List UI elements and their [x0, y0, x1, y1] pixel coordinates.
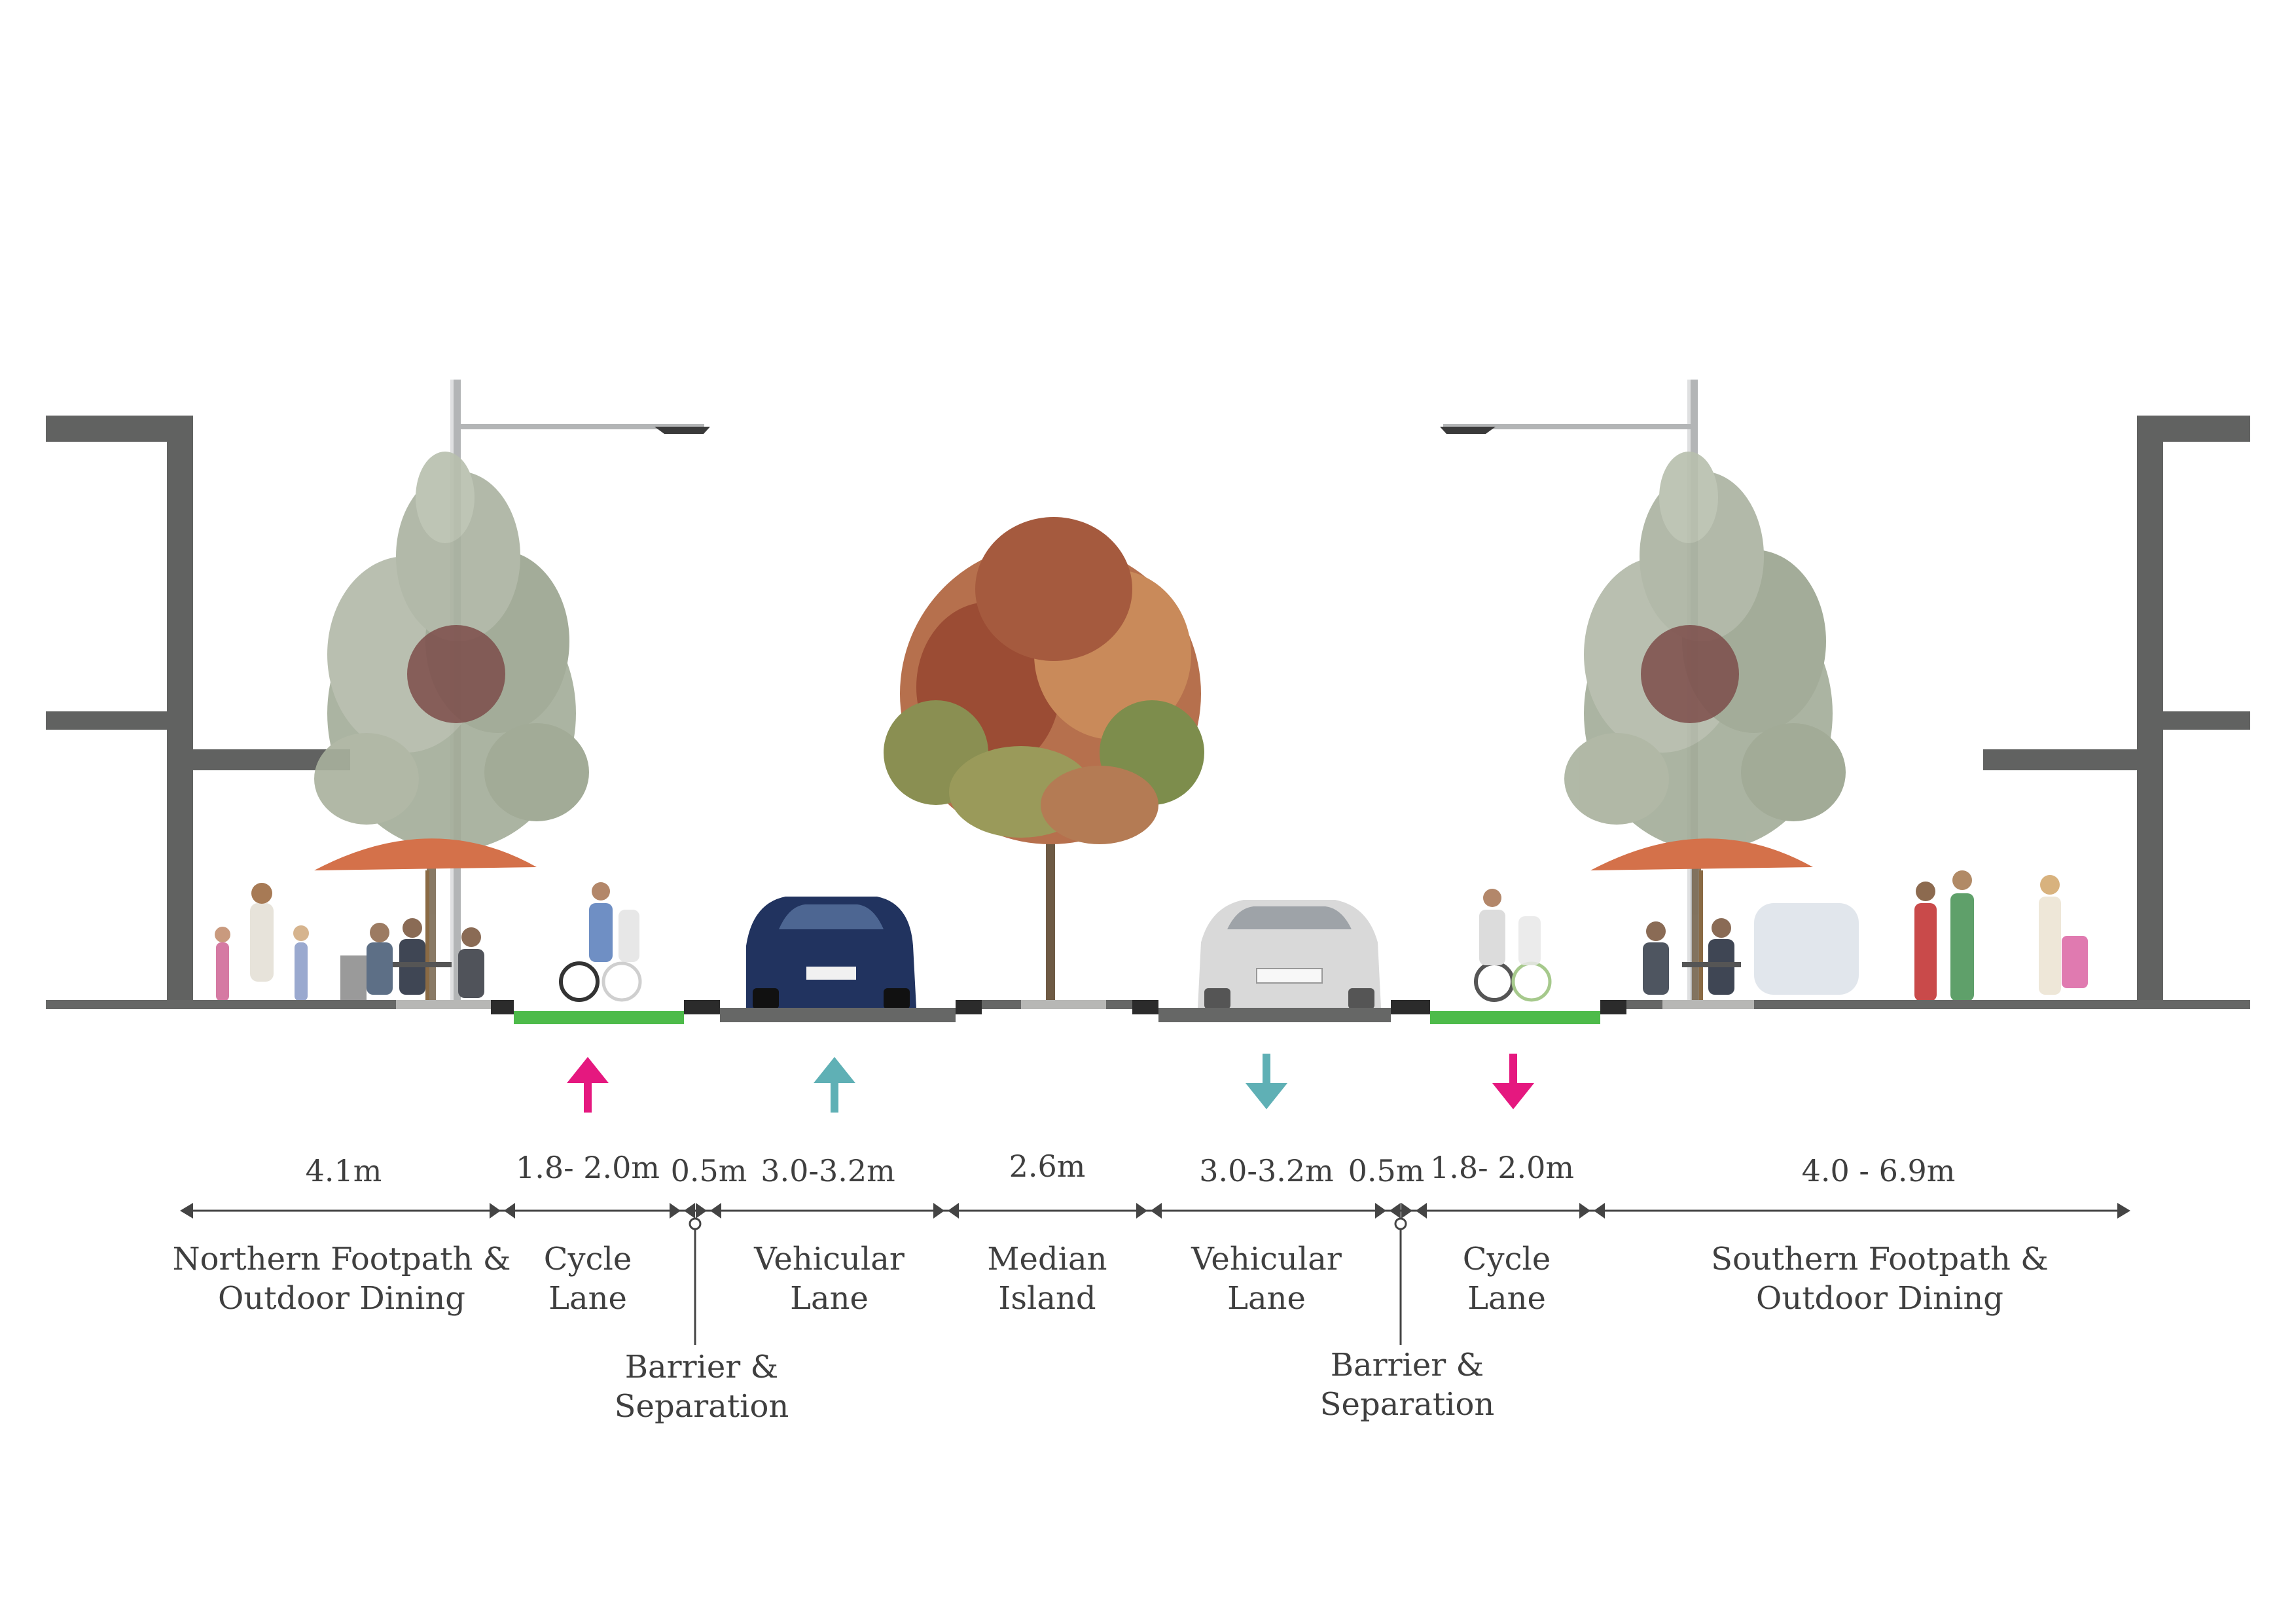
southern-footpath-label-1: Southern Footpath &: [1711, 1241, 2049, 1277]
south-cycle-lane-label-2: Lane: [1467, 1280, 1546, 1317]
left-building: [46, 416, 350, 1008]
north-barrier-label-1: Barrier &: [625, 1349, 778, 1385]
left-pedestrians: [215, 883, 309, 1001]
southbound-car: [1198, 900, 1381, 1009]
dimension-lines: [180, 1203, 2130, 1345]
right-pedestrians: [1914, 870, 2088, 1001]
northern-footpath-label-1: Northern Footpath &: [173, 1241, 511, 1277]
southbound-vehicle-arrow: [1246, 1054, 1287, 1109]
south-cyclists: [1474, 889, 1552, 1002]
north-cycle-lane-width: 1.8- 2.0m: [516, 1150, 660, 1185]
north-vehicular-lane-label-2: Lane: [790, 1280, 869, 1317]
north-cycle-lane-label-2: Lane: [548, 1280, 627, 1317]
north-barrier-width: 0.5m: [671, 1153, 747, 1188]
southbound-cycle-arrow: [1492, 1054, 1534, 1109]
northern-footpath-label-2: Outdoor Dining: [218, 1280, 465, 1317]
left-dining-umbrella: [314, 838, 537, 1001]
median-island-width: 2.6m: [1009, 1149, 1086, 1184]
south-cycle-lane-width: 1.8- 2.0m: [1430, 1150, 1574, 1185]
southern-footpath-label-2: Outdoor Dining: [1756, 1280, 2003, 1317]
south-barrier-label-2: Separation: [1320, 1386, 1495, 1423]
northbound-cycle-arrow: [567, 1057, 609, 1113]
median-island-label-2: Island: [998, 1280, 1096, 1317]
northbound-vehicle-arrow: [814, 1057, 855, 1113]
south-vehicular-lane-label-2: Lane: [1227, 1280, 1306, 1317]
median-island-label-1: Median: [987, 1241, 1107, 1277]
south-barrier-label-1: Barrier &: [1331, 1347, 1484, 1383]
right-building: [1983, 416, 2250, 1008]
southern-footpath-width: 4.0 - 6.9m: [1802, 1153, 1956, 1188]
south-vehicular-lane-width: 3.0-3.2m: [1199, 1153, 1333, 1188]
north-barrier-label-2: Separation: [615, 1388, 789, 1425]
north-vehicular-lane-width: 3.0-3.2m: [761, 1153, 895, 1188]
north-vehicular-lane-label-1: Vehicular: [753, 1241, 905, 1277]
left-diners: [340, 918, 484, 1001]
ground-profile: [46, 1000, 2250, 1024]
right-light-ornament: [1641, 625, 1739, 723]
north-cycle-lane-label-1: Cycle: [544, 1241, 632, 1277]
northbound-car: [746, 897, 916, 1009]
right-dining-umbrella: [1590, 838, 1813, 1001]
zone-labels: Northern Footpath & Outdoor Dining Cycle…: [173, 1241, 2049, 1425]
north-cyclists: [559, 882, 642, 1002]
right-diners: [1643, 903, 1859, 995]
median-tree: [884, 517, 1204, 1008]
dimension-labels: 4.1m 1.8- 2.0m 0.5m 3.0-3.2m 2.6m 3.0-3.…: [306, 1149, 1956, 1188]
south-cycle-lane-label-1: Cycle: [1463, 1241, 1551, 1277]
left-light-ornament: [407, 625, 505, 723]
northern-footpath-width: 4.1m: [306, 1153, 382, 1188]
south-vehicular-lane-label-1: Vehicular: [1191, 1241, 1342, 1277]
direction-arrows: [567, 1054, 1534, 1113]
south-barrier-width: 0.5m: [1348, 1153, 1425, 1188]
